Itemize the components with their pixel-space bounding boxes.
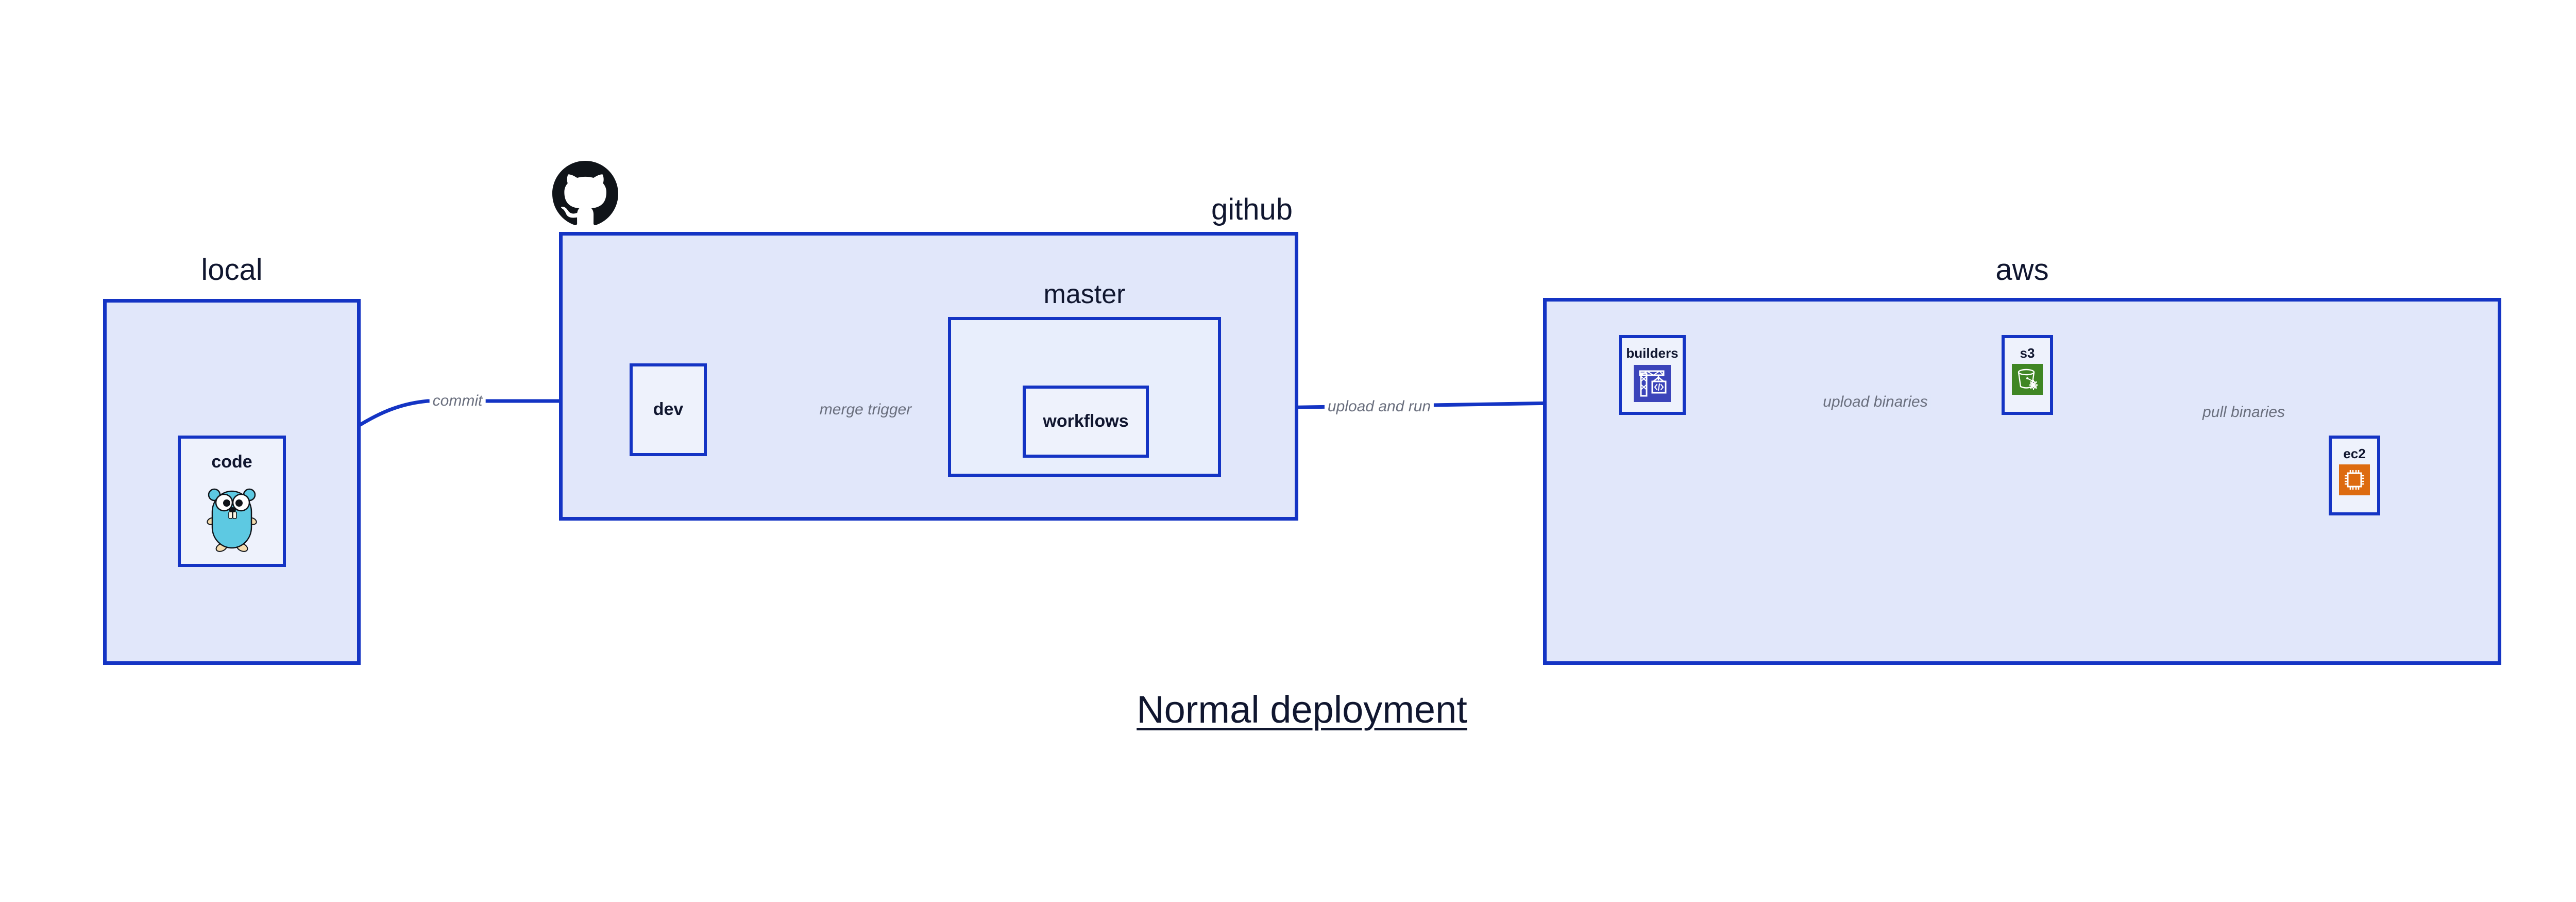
edge-label-merge-trigger: merge trigger — [816, 402, 915, 417]
node-s3[interactable]: s3 — [2002, 335, 2053, 415]
node-dev[interactable]: dev — [630, 363, 707, 456]
aws-codebuild-icon — [1634, 365, 1671, 402]
node-ec2[interactable]: ec2 — [2329, 436, 2380, 515]
group-github-label: github — [1211, 193, 1293, 226]
aws-ec2-icon — [2339, 464, 2370, 495]
group-aws-label: aws — [1995, 253, 2049, 287]
node-workflows[interactable]: workflows — [1023, 386, 1149, 458]
go-gopher-icon — [201, 480, 263, 557]
node-ec2-label: ec2 — [2343, 446, 2366, 461]
node-s3-label: s3 — [2020, 345, 2035, 361]
group-master-label: master — [1043, 279, 1126, 309]
aws-s3-glacier-icon — [2012, 364, 2043, 395]
node-workflows-label: workflows — [1043, 411, 1129, 431]
node-code-label: code — [211, 452, 252, 472]
edge-label-pull-binaries: pull binaries — [2199, 405, 2289, 420]
github-logo-icon — [552, 161, 618, 227]
node-dev-label: dev — [653, 399, 684, 419]
group-local-label: local — [201, 253, 263, 287]
edge-label-commit: commit — [429, 393, 486, 409]
node-builders-label: builders — [1626, 345, 1679, 361]
diagram-title: Normal deployment — [1137, 688, 1467, 731]
node-code[interactable]: code — [178, 436, 286, 567]
edge-label-upload-binaries: upload binaries — [1820, 394, 1931, 410]
group-local[interactable] — [103, 299, 361, 665]
edge-label-upload-and-run: upload and run — [1324, 399, 1434, 414]
node-builders[interactable]: builders — [1619, 335, 1686, 415]
